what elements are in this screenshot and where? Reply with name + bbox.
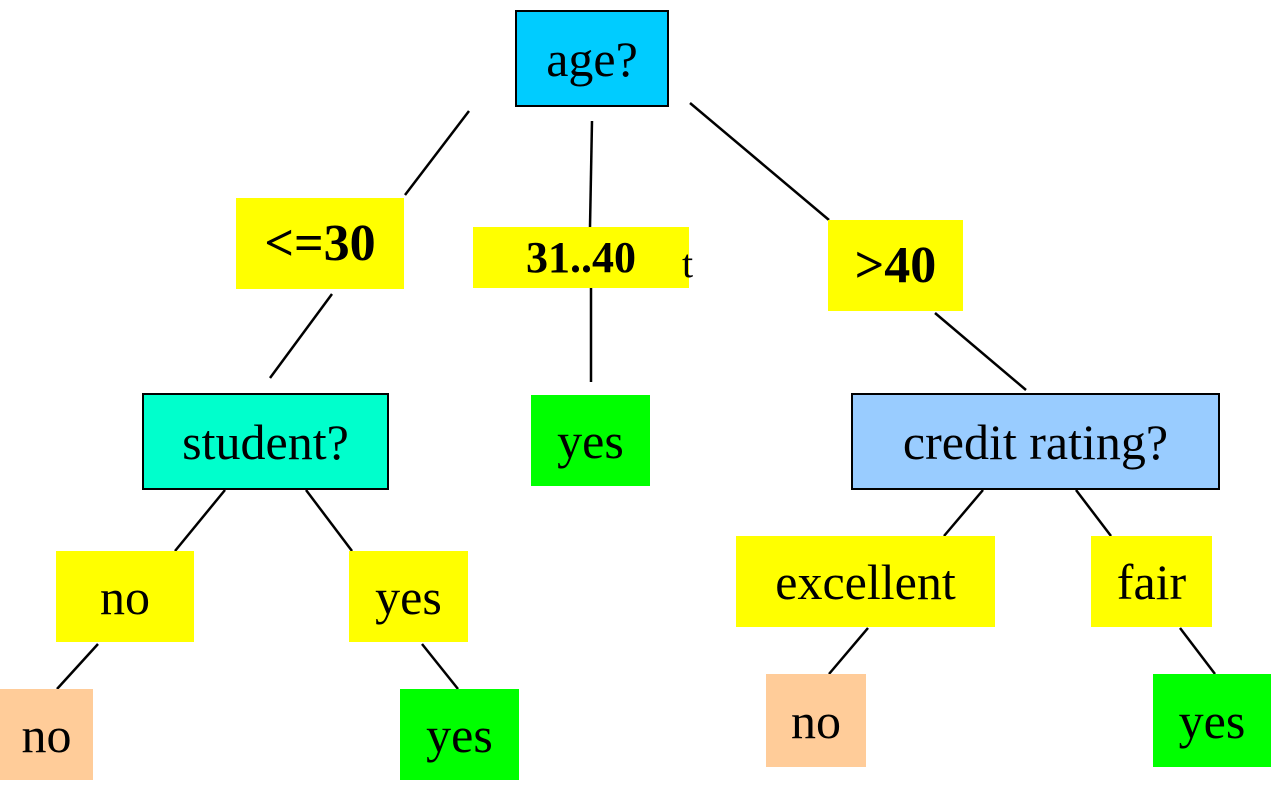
edge-label-31-40: 31..40	[473, 227, 689, 288]
edge-label-student-no: no	[56, 551, 194, 642]
edge-age-3140	[588, 120, 594, 228]
leaf-student-yes: yes	[400, 689, 519, 780]
edge-age-le30	[404, 110, 470, 196]
edge-age-gt40	[689, 102, 830, 221]
edge-credit-fair	[1075, 489, 1112, 537]
edge-excellent-leafno	[828, 627, 869, 675]
leaf-credit-fair-yes: yes	[1153, 674, 1271, 767]
stray-mark: t	[682, 241, 694, 286]
edge-student-yes	[305, 489, 353, 552]
edge-fair-leafyes	[1179, 627, 1216, 675]
edge-label-excellent: excellent	[736, 536, 995, 627]
leaf-student-no: no	[0, 689, 93, 780]
node-student: student?	[142, 393, 389, 490]
edge-label-fair: fair	[1091, 536, 1212, 627]
edge-label-student-yes: yes	[349, 551, 468, 642]
node-age: age?	[515, 10, 669, 107]
edge-label-le30: <=30	[236, 198, 404, 289]
edge-credit-excellent	[943, 489, 984, 537]
edge-student-no	[174, 489, 226, 552]
edge-label-gt40: >40	[828, 220, 963, 311]
edge-gt40-credit	[934, 312, 1027, 391]
leaf-age-31-40-yes: yes	[531, 395, 650, 486]
node-credit-rating: credit rating?	[851, 393, 1220, 490]
leaf-credit-excellent-no: no	[766, 674, 866, 767]
edge-le30-student	[268, 293, 334, 379]
edge-yes-leafyes	[421, 643, 459, 690]
edge-no-leafno	[56, 643, 99, 690]
